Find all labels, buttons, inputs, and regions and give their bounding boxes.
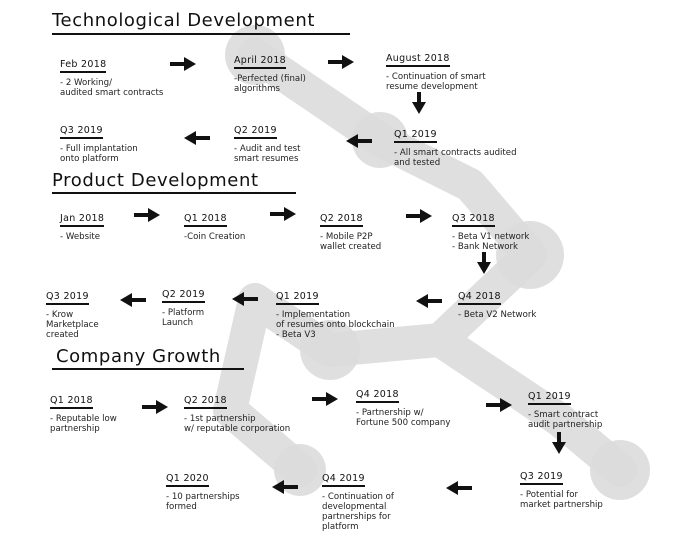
node-desc: - All smart contracts audited and tested	[394, 148, 517, 169]
tech-node-2: April 2018 -Perfected (final) algorithms	[234, 48, 306, 94]
node-date: Q1 2020	[166, 473, 209, 488]
node-desc: - 2 Working/ audited smart contracts	[60, 78, 164, 99]
arrow-left-icon	[120, 293, 146, 307]
product-node-4: Q3 2018 - Beta V1 network - Bank Network	[452, 206, 529, 252]
arrow-down-icon	[412, 92, 426, 114]
node-date: Q1 2019	[276, 291, 319, 306]
node-desc: - Beta V2 Network	[458, 310, 537, 321]
tech-node-5: Q2 2019 - Audit and test smart resumes	[234, 118, 301, 164]
node-date: Q1 2019	[394, 129, 437, 144]
node-desc: - Full implantation onto platform	[60, 144, 138, 165]
node-date: April 2018	[234, 55, 286, 70]
section-title-product: Product Development	[52, 170, 259, 191]
node-date: Q2 2018	[184, 395, 227, 410]
arrow-right-icon	[134, 208, 160, 222]
node-desc: - Continuation of smart resume developme…	[386, 72, 486, 93]
node-date: Q4 2019	[322, 473, 365, 488]
node-desc: - Partnership w/ Fortune 500 company	[356, 408, 451, 429]
arrow-left-icon	[184, 131, 210, 145]
node-date: Q3 2018	[452, 213, 495, 228]
arrow-down-icon	[477, 252, 491, 274]
node-desc: - Mobile P2P wallet created	[320, 232, 382, 253]
node-desc: - Continuation of developmental partners…	[322, 492, 394, 533]
node-date: Q2 2019	[234, 125, 277, 140]
node-date: Q1 2018	[50, 395, 93, 410]
company-node-6: Q4 2019 - Continuation of developmental …	[322, 466, 394, 532]
product-node-3: Q2 2018 - Mobile P2P wallet created	[320, 206, 381, 252]
node-date: Q4 2018	[356, 389, 399, 404]
node-desc: - Smart contract audit partnership	[528, 410, 603, 431]
node-date: Q1 2018	[184, 213, 227, 228]
node-desc: - Krow Marketplace created	[46, 310, 99, 341]
node-desc: - Platform Launch	[162, 308, 205, 329]
node-desc: - 1st partnership w/ reputable corporati…	[184, 414, 291, 435]
node-date: Q3 2019	[520, 471, 563, 486]
product-node-8: Q3 2019 - Krow Marketplace created	[46, 284, 99, 340]
node-desc: -Coin Creation	[184, 232, 246, 243]
product-node-1: Jan 2018 - Website	[60, 206, 105, 243]
tech-node-4: Q1 2019 - All smart contracts audited an…	[394, 122, 517, 168]
node-desc: - Reputable low partnership	[50, 414, 117, 435]
tech-node-1: Feb 2018 - 2 Working/ audited smart cont…	[60, 52, 163, 98]
node-date: Q3 2019	[60, 125, 103, 140]
node-desc: - Beta V1 network - Bank Network	[452, 232, 530, 253]
product-node-7: Q2 2019 - Platform Launch	[162, 282, 205, 328]
node-date: Feb 2018	[60, 59, 107, 74]
node-date: Q2 2018	[320, 213, 363, 228]
tech-node-6: Q3 2019 - Full implantation onto platfor…	[60, 118, 138, 164]
company-node-2: Q2 2018 - 1st partnership w/ reputable c…	[184, 388, 290, 434]
node-date: Q3 2019	[46, 291, 89, 306]
arrow-right-icon	[486, 398, 512, 412]
section-rule-company	[52, 368, 244, 370]
arrow-left-icon	[232, 292, 258, 306]
arrow-down-icon	[552, 432, 566, 454]
arrow-right-icon	[170, 57, 196, 71]
node-desc: - Audit and test smart resumes	[234, 144, 301, 165]
product-node-2: Q1 2018 -Coin Creation	[184, 206, 245, 242]
node-date: Q2 2019	[162, 289, 205, 304]
node-date: August 2018	[386, 53, 450, 68]
company-node-7: Q1 2020 - 10 partnerships formed	[166, 466, 240, 512]
section-rule-tech	[52, 33, 350, 35]
company-node-1: Q1 2018 - Reputable low partnership	[50, 388, 117, 434]
section-rule-product	[52, 192, 296, 194]
arrow-right-icon	[328, 55, 354, 69]
company-node-5: Q3 2019 - Potential for market partnersh…	[520, 464, 603, 510]
product-node-6: Q1 2019 - Implementation of resumes onto…	[276, 284, 395, 340]
company-node-4: Q1 2019 - Smart contract audit partnersh…	[528, 384, 602, 430]
section-title-tech: Technological Development	[52, 10, 316, 31]
node-date: Q4 2018	[458, 291, 501, 306]
product-node-5: Q4 2018 - Beta V2 Network	[458, 284, 536, 320]
node-desc: - 10 partnerships formed	[166, 492, 240, 513]
arrow-right-icon	[312, 392, 338, 406]
arrow-left-icon	[446, 481, 472, 495]
arrow-right-icon	[142, 400, 168, 414]
node-date: Q1 2019	[528, 391, 571, 406]
node-desc: - Potential for market partnership	[520, 490, 603, 511]
node-desc: - Implementation of resumes onto blockch…	[276, 310, 395, 341]
node-desc: -Perfected (final) algorithms	[234, 74, 306, 95]
node-desc: - Website	[60, 232, 101, 243]
arrow-right-icon	[270, 207, 296, 221]
tech-node-3: August 2018 - Continuation of smart resu…	[386, 46, 486, 92]
arrow-left-icon	[346, 134, 372, 148]
company-node-3: Q4 2018 - Partnership w/ Fortune 500 com…	[356, 382, 450, 428]
arrow-right-icon	[406, 209, 432, 223]
arrow-left-icon	[272, 480, 298, 494]
section-title-company: Company Growth	[56, 346, 221, 367]
arrow-left-icon	[416, 294, 442, 308]
node-date: Jan 2018	[60, 213, 105, 228]
